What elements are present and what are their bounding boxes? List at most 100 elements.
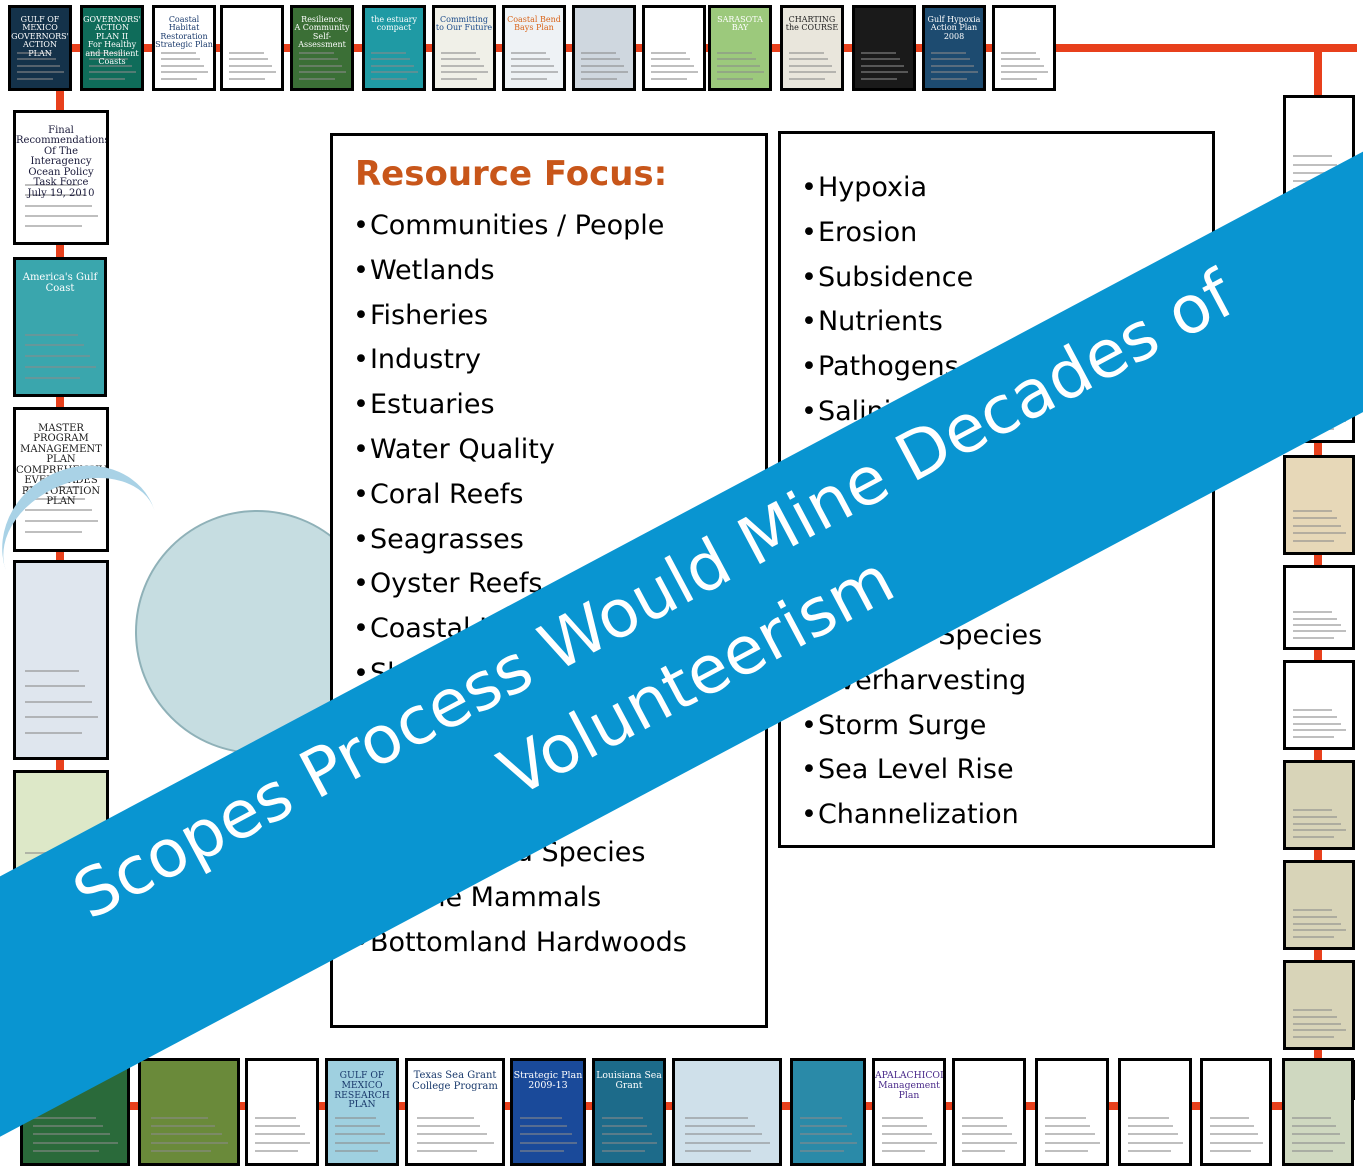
document-text-line	[228, 77, 266, 80]
document-title: SARASOTA BAY	[717, 15, 763, 33]
stressor-item: Hypoxia	[801, 166, 1110, 211]
document-text-line	[685, 1125, 756, 1128]
resource-focus-item: Water Quality	[353, 428, 687, 473]
document-text-line	[1291, 1149, 1334, 1152]
document-text-line	[1044, 1125, 1091, 1128]
document-text-line	[1292, 836, 1335, 839]
resource-focus-item: Wetlands	[353, 249, 687, 294]
document-text-line	[580, 58, 620, 61]
document-text-line	[860, 64, 904, 67]
document-text-line	[25, 204, 92, 207]
document-text-line	[601, 1133, 653, 1136]
document-text-line	[160, 58, 200, 61]
document-text-line	[1292, 915, 1337, 918]
document-text-line	[788, 77, 826, 80]
document-text-line	[370, 71, 418, 74]
document-text-line	[961, 1117, 1003, 1120]
document-text-line	[25, 214, 98, 217]
document-thumbnail	[1283, 960, 1355, 1050]
document-text-line	[33, 1149, 99, 1152]
document-text-line	[1000, 71, 1048, 74]
document-text-line	[650, 71, 698, 74]
document-text-line	[25, 530, 82, 533]
document-text-line	[1292, 815, 1337, 818]
document-text-line	[370, 64, 414, 67]
document-text-line	[1044, 1149, 1088, 1152]
document-text-line	[298, 58, 338, 61]
document-text-line	[1209, 1141, 1264, 1144]
document-text-line	[228, 52, 264, 54]
document-thumbnail: GULF OF MEXICO RESEARCH PLAN	[325, 1058, 399, 1166]
document-text-line	[254, 1141, 310, 1144]
document-text-line	[254, 1125, 301, 1128]
document-text-line	[25, 183, 79, 186]
document-text-line	[685, 1149, 751, 1152]
document-title: Coastal Bend Bays Plan	[507, 15, 561, 33]
document-text-line	[25, 225, 82, 228]
document-thumbnail	[1283, 760, 1355, 850]
document-text-line	[1291, 1117, 1332, 1120]
document-thumbnail	[642, 5, 706, 91]
document-text-line	[716, 64, 760, 67]
document-text-line	[601, 1117, 643, 1120]
document-text-line	[254, 1149, 298, 1152]
document-text-line	[1127, 1141, 1183, 1144]
document-title: GOVERNORS' ACTION PLAN II For Healthy an…	[83, 15, 141, 66]
document-text-line	[580, 64, 624, 67]
document-thumbnail: Committing to Our Future	[432, 5, 496, 91]
document-text-line	[930, 64, 974, 67]
document-text-line	[1209, 1117, 1250, 1120]
document-text-line	[580, 52, 616, 54]
resource-focus-title: Resource Focus:	[355, 154, 668, 194]
document-text-line	[298, 64, 342, 67]
document-thumbnail: Coastal Habitat Restoration Strategic Pl…	[152, 5, 216, 91]
stressor-item: Subsidence	[801, 256, 1110, 301]
document-text-line	[1292, 722, 1342, 725]
document-title: MASTER PROGRAM MANAGEMENT PLAN COMPREHEN…	[16, 422, 109, 508]
document-text-line	[1292, 829, 1347, 832]
document-thumbnail: Strategic Plan 2009-13	[510, 1058, 586, 1166]
document-text-line	[24, 355, 90, 358]
document-text-line	[1044, 1141, 1100, 1144]
document-text-line	[788, 52, 824, 54]
document-text-line	[601, 1149, 645, 1152]
document-text-line	[150, 1117, 209, 1120]
document-thumbnail: Gulf Hypoxia Action Plan 2008	[922, 5, 986, 91]
resource-focus-item: Industry	[353, 338, 687, 383]
document-text-line	[25, 486, 79, 489]
document-text-line	[88, 64, 132, 67]
document-text-line	[520, 1125, 567, 1128]
document-text-line	[685, 1141, 770, 1144]
document-text-line	[1000, 58, 1040, 61]
document-title: Resilience A Community Self-Assessment	[294, 15, 350, 50]
document-thumbnail: GOVERNORS' ACTION PLAN II For Healthy an…	[80, 5, 144, 91]
document-thumbnail	[1035, 1058, 1109, 1166]
resource-focus-item: Bottomland Hardwoods	[353, 921, 687, 966]
document-text-line	[510, 77, 548, 80]
document-text-line	[1000, 52, 1036, 54]
document-text-line	[16, 77, 54, 80]
document-title: GULF OF MEXICO GOVERNORS' ACTION PLAN	[11, 15, 69, 58]
document-thumbnail: SARASOTA BAY	[708, 5, 772, 91]
document-thumbnail: Resilience A Community Self-Assessment	[290, 5, 354, 91]
document-text-line	[1292, 936, 1335, 939]
document-text-line	[520, 1133, 572, 1136]
document-text-line	[88, 58, 128, 61]
document-text-line	[370, 58, 410, 61]
document-text-line	[440, 77, 478, 80]
document-thumbnail	[852, 5, 916, 91]
document-text-line	[334, 1125, 381, 1128]
document-text-line	[334, 1117, 376, 1120]
document-text-line	[1292, 532, 1347, 535]
document-text-line	[961, 1133, 1013, 1136]
stressor-item: Sea Level Rise	[801, 748, 1110, 793]
document-text-line	[228, 64, 272, 67]
document-text-line	[650, 52, 686, 54]
document-text-line	[580, 71, 628, 74]
document-text-line	[520, 1141, 577, 1144]
document-text-line	[228, 71, 276, 74]
document-text-line	[881, 1133, 933, 1136]
document-thumbnail	[13, 560, 109, 760]
document-thumbnail	[1282, 1058, 1354, 1166]
document-text-line	[881, 1141, 937, 1144]
